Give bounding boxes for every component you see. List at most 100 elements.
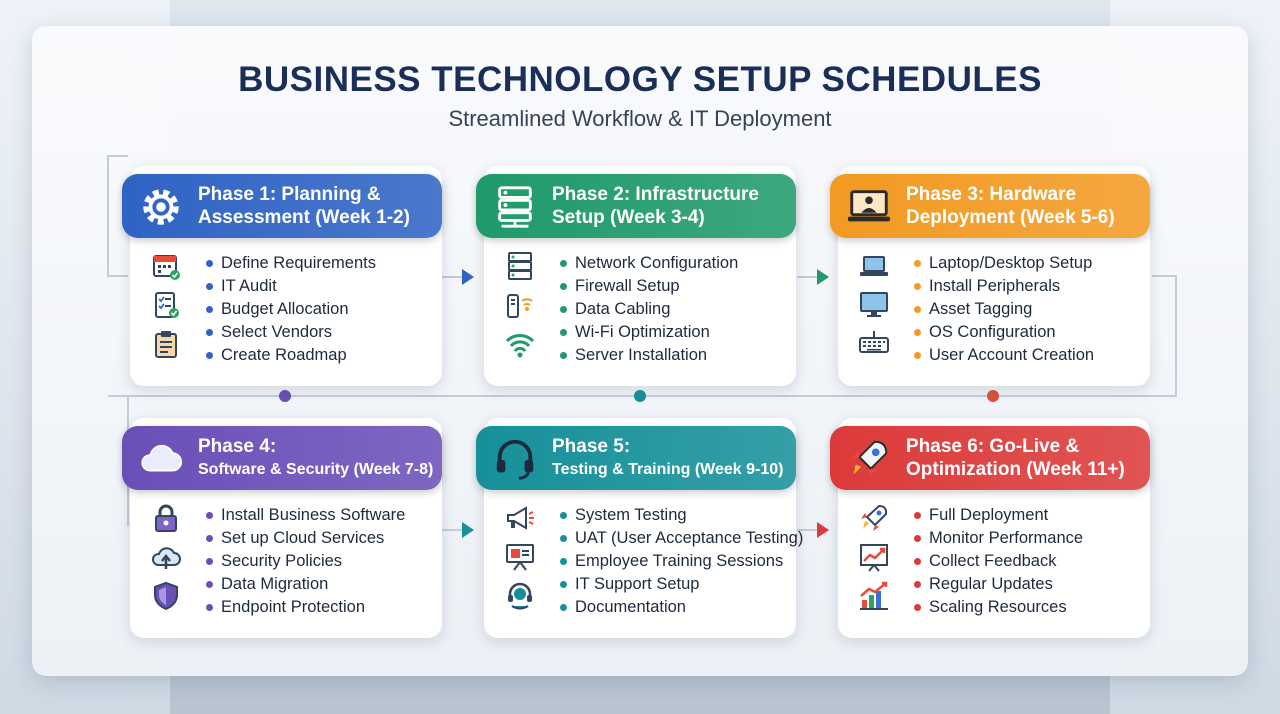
task-label: Server Installation — [575, 346, 708, 364]
phase-card-3: Phase 3: Hardware Deployment (Week 5-6) … — [830, 166, 1150, 386]
list-item: Asset Tagging — [914, 298, 1146, 321]
bullet-dot — [206, 329, 213, 336]
list-item: Laptop/Desktop Setup — [914, 252, 1146, 275]
gear-icon — [138, 184, 184, 230]
list-item: Data Cabling — [560, 298, 792, 321]
phase-task-list: Laptop/Desktop Setup Install Peripherals… — [914, 252, 1146, 367]
task-label: Security Policies — [221, 552, 343, 570]
list-item: Install Business Software — [206, 504, 438, 527]
phase-card-6: Phase 6: Go-Live & Optimization (Week 11… — [830, 418, 1150, 638]
phase-header: Phase 2: Infrastructure Setup (Week 3-4) — [476, 174, 796, 238]
phase-card-4: Phase 4: Software & Security (Week 7-8) … — [122, 418, 442, 638]
bullet-dot — [914, 604, 921, 611]
task-label: Data Migration — [221, 575, 329, 593]
task-label: IT Audit — [221, 277, 277, 295]
list-item: Budget Allocation — [206, 298, 438, 321]
page-title: BUSINESS TECHNOLOGY SETUP SCHEDULES — [238, 60, 1042, 99]
bullet-dot — [560, 283, 567, 290]
list-item: Documentation — [560, 596, 792, 619]
task-label: Regular Updates — [929, 575, 1053, 593]
cloud-upload-icon — [150, 541, 186, 573]
bullet-dot — [206, 260, 213, 267]
task-label: Install Business Software — [221, 506, 406, 524]
phase-title-line1: Phase 5: — [552, 436, 631, 457]
phase-title-line1: Phase 4: — [198, 436, 277, 457]
task-label: Firewall Setup — [575, 277, 680, 295]
list-item: Endpoint Protection — [206, 596, 438, 619]
list-item: Network Configuration — [560, 252, 792, 275]
bullet-dot — [914, 306, 921, 313]
arrow-right-icon — [462, 522, 474, 538]
clipboard-icon — [150, 328, 186, 360]
arrow-right-icon — [462, 269, 474, 285]
list-item: Install Peripherals — [914, 275, 1146, 298]
list-item: IT Audit — [206, 275, 438, 298]
phase-header: Phase 6: Go-Live & Optimization (Week 11… — [830, 426, 1150, 490]
bullet-dot — [914, 352, 921, 359]
laptop-user-icon — [846, 184, 892, 230]
task-label: Employee Training Sessions — [575, 552, 784, 570]
list-item: UAT (User Acceptance Testing) — [560, 527, 803, 550]
router-icon — [504, 289, 540, 321]
task-label: Network Configuration — [575, 254, 739, 272]
task-label: Collect Feedback — [929, 552, 1057, 570]
list-item: Collect Feedback — [914, 550, 1146, 573]
task-label: Asset Tagging — [929, 300, 1033, 318]
phase-icon-column — [504, 502, 540, 619]
phase-title: Phase 3: Hardware Deployment (Week 5-6) — [906, 183, 1142, 229]
growth-chart-icon — [858, 541, 894, 573]
page-subtitle: Streamlined Workflow & IT Deployment — [448, 106, 832, 131]
phase-card-5: Phase 5: Testing & Training (Week 9-10) … — [476, 418, 803, 638]
list-item: Firewall Setup — [560, 275, 792, 298]
shield-icon — [150, 580, 186, 612]
connector-dot — [987, 390, 999, 402]
connector-dot — [279, 390, 291, 402]
bullet-dot — [206, 283, 213, 290]
task-label: Documentation — [575, 598, 686, 616]
task-label: Monitor Performance — [929, 529, 1084, 547]
lock-icon — [150, 502, 186, 534]
support-icon — [504, 580, 540, 612]
phase-icon-column — [150, 250, 186, 367]
bullet-dot — [914, 260, 921, 267]
phase-card-2: Phase 2: Infrastructure Setup (Week 3-4)… — [476, 166, 796, 386]
phase-task-list: Full Deployment Monitor Performance Coll… — [914, 504, 1146, 619]
phase-title-line2: Optimization (Week 11+) — [906, 459, 1125, 480]
bullet-dot — [560, 535, 567, 542]
connector-dot — [634, 390, 646, 402]
task-label: IT Support Setup — [575, 575, 700, 593]
task-label: UAT (User Acceptance Testing) — [575, 529, 804, 547]
task-label: Budget Allocation — [221, 300, 349, 318]
phase-header: Phase 3: Hardware Deployment (Week 5-6) — [830, 174, 1150, 238]
bullet-dot — [206, 512, 213, 519]
task-label: System Testing — [575, 506, 687, 524]
bullet-dot — [560, 558, 567, 565]
task-label: User Account Creation — [929, 346, 1095, 364]
list-item: Monitor Performance — [914, 527, 1146, 550]
phase-icon-column — [150, 502, 186, 619]
list-item: OS Configuration — [914, 321, 1146, 344]
bullet-dot — [206, 535, 213, 542]
bullet-dot — [206, 306, 213, 313]
bullet-dot — [560, 581, 567, 588]
bullet-dot — [560, 260, 567, 267]
phase-title-line2: Deployment (Week 5-6) — [906, 207, 1115, 228]
list-item: IT Support Setup — [560, 573, 792, 596]
phase-title-line2: Setup (Week 3-4) — [552, 207, 705, 228]
headset-icon — [492, 436, 538, 482]
phase-icon-column — [504, 250, 540, 367]
phase-title-line1: Phase 2: Infrastructure — [552, 184, 759, 205]
list-item: Select Vendors — [206, 321, 438, 344]
rocket-icon — [846, 436, 892, 482]
megaphone-icon — [504, 502, 540, 534]
list-item: Set up Cloud Services — [206, 527, 438, 550]
checklist-icon — [150, 289, 186, 321]
list-item: Define Requirements — [206, 252, 438, 275]
wifi-icon — [504, 328, 540, 360]
keyboard-icon — [858, 328, 894, 360]
list-item: Server Installation — [560, 344, 792, 367]
phase-header: Phase 4: Software & Security (Week 7-8) — [122, 426, 442, 490]
task-label: Endpoint Protection — [221, 598, 366, 616]
list-item: System Testing — [560, 504, 792, 527]
list-item: Regular Updates — [914, 573, 1146, 596]
